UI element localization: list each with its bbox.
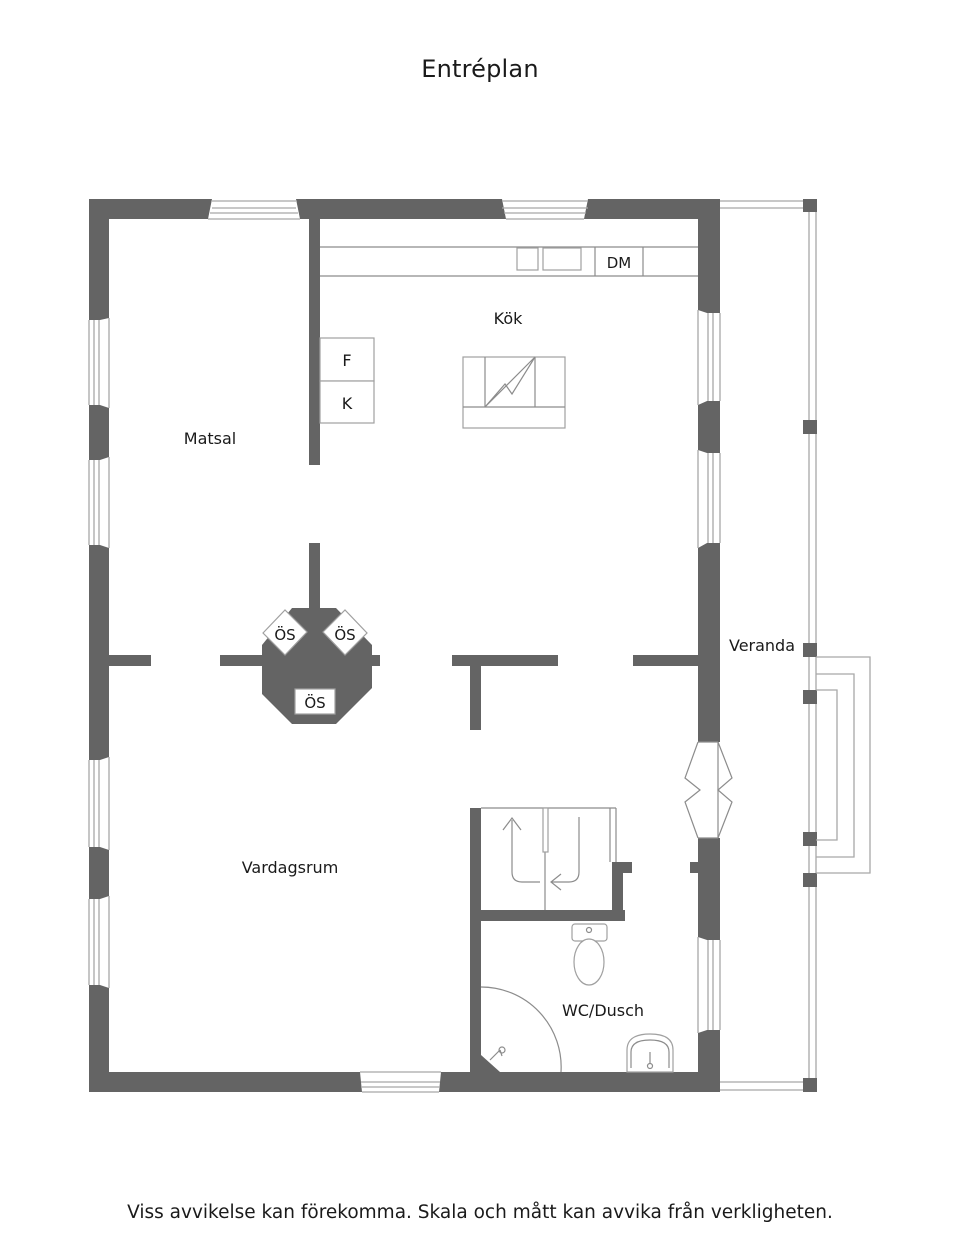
stove-label-2: ÖS	[334, 625, 355, 644]
room-label-matsal: Matsal	[184, 429, 236, 448]
room-label-wc-dusch: WC/Dusch	[562, 1001, 644, 1020]
fridge-label: F	[342, 351, 351, 370]
freezer-label: K	[342, 394, 353, 413]
tiled-stove-3	[294, 688, 336, 715]
washbasin-icon	[626, 1033, 674, 1073]
room-label-veranda: Veranda	[729, 636, 795, 655]
outer-walls	[89, 199, 720, 1092]
bathroom-fixtures	[480, 807, 674, 1073]
kitchen-fixtures: DM F K	[319, 246, 698, 429]
interior-walls	[109, 219, 700, 1072]
freezer	[319, 380, 375, 424]
shower-icon	[481, 807, 617, 910]
stove-label-3: ÖS	[304, 693, 325, 712]
floor-plan-title: Entréplan	[421, 55, 539, 83]
entry-door	[684, 741, 733, 839]
room-label-vardagsrum: Vardagsrum	[242, 858, 339, 877]
range-icon	[462, 356, 566, 429]
sink-basin-2	[542, 247, 582, 271]
shower-head-icon	[489, 1046, 506, 1061]
sink-basin-1	[516, 247, 539, 271]
tiled-stove-2	[322, 609, 368, 656]
dishwasher-label: DM	[607, 254, 632, 272]
tiled-stove-1	[262, 609, 308, 656]
room-label-kok: Kök	[494, 309, 523, 328]
toilet-icon	[571, 923, 608, 986]
disclaimer-footer: Viss avvikelse kan förekomma. Skala och …	[127, 1202, 833, 1223]
bathroom-door-swing	[480, 986, 562, 1073]
windows	[88, 200, 721, 1093]
stove-label-1: ÖS	[274, 625, 295, 644]
veranda	[720, 199, 871, 1092]
veranda-steps	[816, 656, 871, 874]
stove-cluster: ÖS ÖS ÖS	[262, 608, 372, 724]
